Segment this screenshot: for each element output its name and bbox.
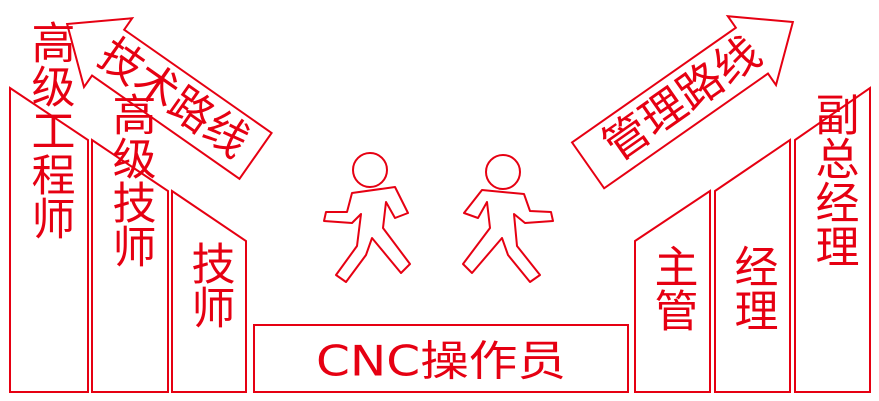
bar-technician [171,189,247,393]
base-box [253,324,629,393]
base-label: CNC操作员 [316,337,566,386]
bar-supervisor-label: 主管 [647,244,698,332]
bar-manager [714,138,791,393]
bar-supervisor [634,189,711,393]
bar-deputy-gm [794,86,871,393]
bar-technician-label: 技师 [184,241,235,329]
walking-person-left-icon [323,152,411,283]
bar-senior-engineer-label: 高级工程师 [24,20,75,240]
bar-deputy-gm-label: 副总经理 [808,92,859,268]
bar-senior-engineer [9,86,89,393]
walking-person-right-icon [462,154,554,283]
bar-manager-label: 经理 [727,244,778,332]
management-route-label: 管理路线 [594,27,771,172]
bar-senior-technician [91,138,169,393]
bar-senior-technician-label: 高级技师 [105,92,156,268]
